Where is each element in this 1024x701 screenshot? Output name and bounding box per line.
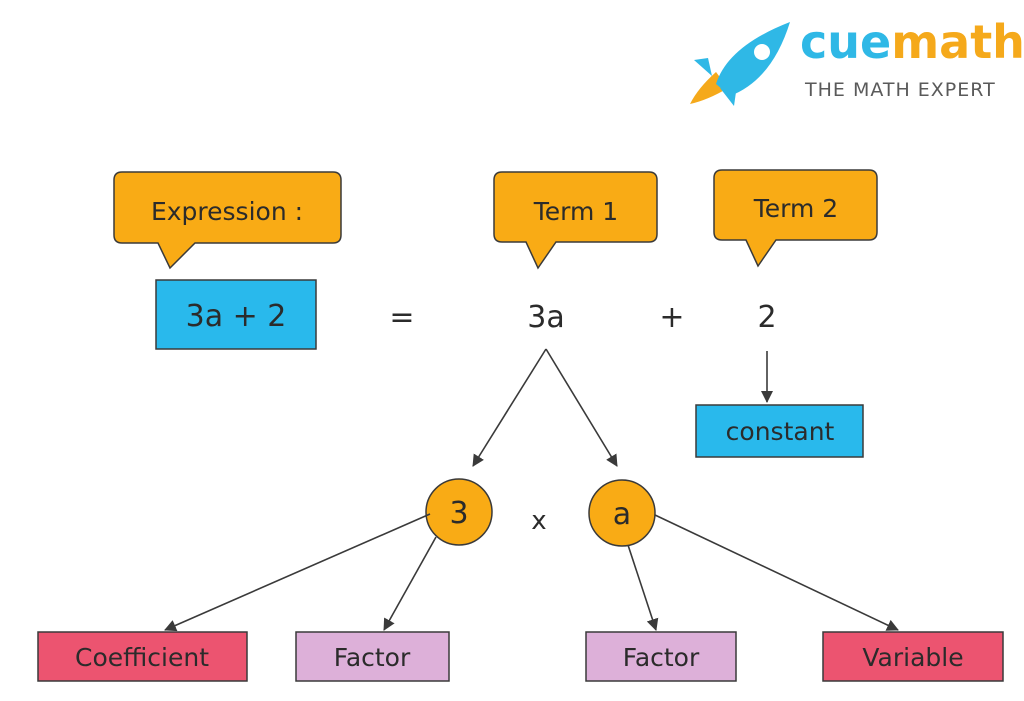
term1-callout-label: Term 1 (533, 197, 618, 226)
brand-name-cue: cue (800, 15, 891, 69)
coefficient-label: Coefficient (75, 643, 209, 672)
variable-label: Variable (862, 643, 963, 672)
arrow-3-to-coefficient (164, 513, 431, 632)
constant-label: constant (726, 417, 835, 446)
factor-box-left: Factor (295, 631, 450, 682)
variable-box: Variable (822, 631, 1004, 682)
arrow-a-to-factor (627, 544, 659, 631)
brand-logo: cuemath THE MATH EXPERT (690, 15, 1024, 106)
times-sign: x (531, 506, 546, 536)
arrow-term1-to-coefficient (472, 348, 547, 467)
term1-callout: Term 1 (493, 171, 658, 270)
term1-text: 3a (527, 300, 564, 335)
callout-bubble (713, 169, 878, 268)
equals-sign: = (389, 300, 414, 335)
term2-text: 2 (757, 300, 776, 335)
factor-3-text: 3 (449, 496, 468, 531)
arrow-3-to-factor (383, 536, 437, 631)
factor-right-label: Factor (623, 643, 700, 672)
brand-name: cuemath (800, 15, 1024, 69)
expression-callout: Expression : (113, 171, 342, 270)
callout-bubble (493, 171, 658, 270)
factor-a-text: a (613, 497, 631, 532)
rocket-icon (690, 22, 790, 106)
expression-box: 3a + 2 (155, 279, 317, 350)
constant-box: constant (695, 404, 864, 458)
callout-bubble (113, 171, 342, 270)
term2-callout: Term 2 (713, 169, 878, 268)
expression-callout-label: Expression : (151, 197, 303, 226)
plus-sign: + (659, 300, 684, 335)
arrow-term1-to-variable (545, 348, 618, 467)
term2-callout-label: Term 2 (753, 194, 838, 223)
expression-text: 3a + 2 (186, 299, 287, 334)
factor-circle-a: a (588, 479, 656, 547)
factor-circle-3: 3 (425, 478, 493, 546)
brand-tagline: THE MATH EXPERT (804, 79, 996, 101)
coefficient-box: Coefficient (37, 631, 248, 682)
arrow-a-to-variable (654, 514, 899, 631)
factor-box-right: Factor (585, 631, 737, 682)
factor-left-label: Factor (334, 643, 411, 672)
brand-name-math: math (891, 15, 1024, 69)
